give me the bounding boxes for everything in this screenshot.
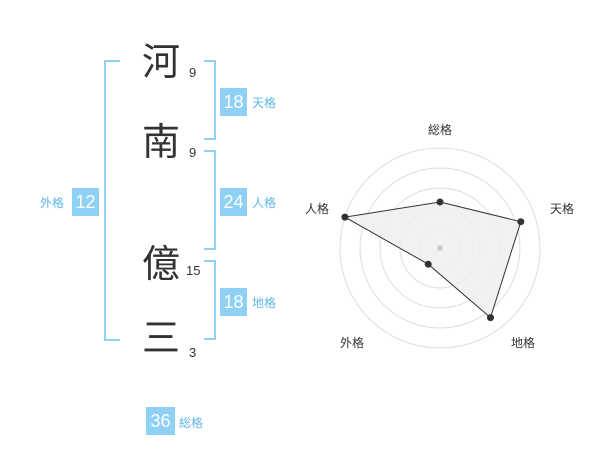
radar-center-dot <box>437 245 443 251</box>
radar-axis-label-soukaku: 総格 <box>428 123 453 137</box>
jinkaku-label: 人格 <box>252 196 277 210</box>
radar-points <box>341 198 525 322</box>
radar-point-4 <box>424 260 432 268</box>
soukaku-value: 36 <box>146 407 175 435</box>
jinkaku-value: 24 <box>220 188 247 216</box>
soukaku-label: 総格 <box>179 416 204 430</box>
radar-ring-5 <box>339 147 541 349</box>
stroke-count-3: 15 <box>186 263 201 278</box>
gaikaku-value: 12 <box>72 188 99 216</box>
chikaku-label: 地格 <box>252 296 277 310</box>
radar-ring-4 <box>359 167 521 329</box>
name-char-1: 河 <box>141 40 180 84</box>
jinkaku-bracket <box>204 150 216 250</box>
radar-area <box>343 201 522 319</box>
radar-point-3 <box>487 314 494 322</box>
stroke-count-1: 9 <box>189 65 197 80</box>
tenkaku-value: 18 <box>220 88 247 116</box>
radar-axis-label-gaikaku: 外格 <box>340 336 365 350</box>
radar-axis-label-tenkaku: 天格 <box>550 202 575 216</box>
tenkaku-bracket <box>204 60 216 140</box>
radar-axis-label-jinkaku: 人格 <box>305 202 330 216</box>
tenkaku-label: 天格 <box>252 96 277 110</box>
gaikaku-label: 外格 <box>40 196 65 210</box>
name-char-4: 三 <box>141 316 180 360</box>
name-char-2: 南 <box>141 120 180 164</box>
radar-point-2 <box>517 218 525 226</box>
stroke-count-4: 3 <box>189 345 197 360</box>
chikaku-bracket <box>204 260 216 340</box>
name-char-3: 億 <box>141 242 180 286</box>
radar-point-5 <box>341 213 349 221</box>
radar-point-1 <box>436 198 444 206</box>
radar-axis-label-chikaku: 地格 <box>511 336 536 350</box>
gaikaku-bracket <box>104 60 120 341</box>
chikaku-value: 18 <box>220 288 247 316</box>
stroke-count-2: 9 <box>189 145 197 160</box>
